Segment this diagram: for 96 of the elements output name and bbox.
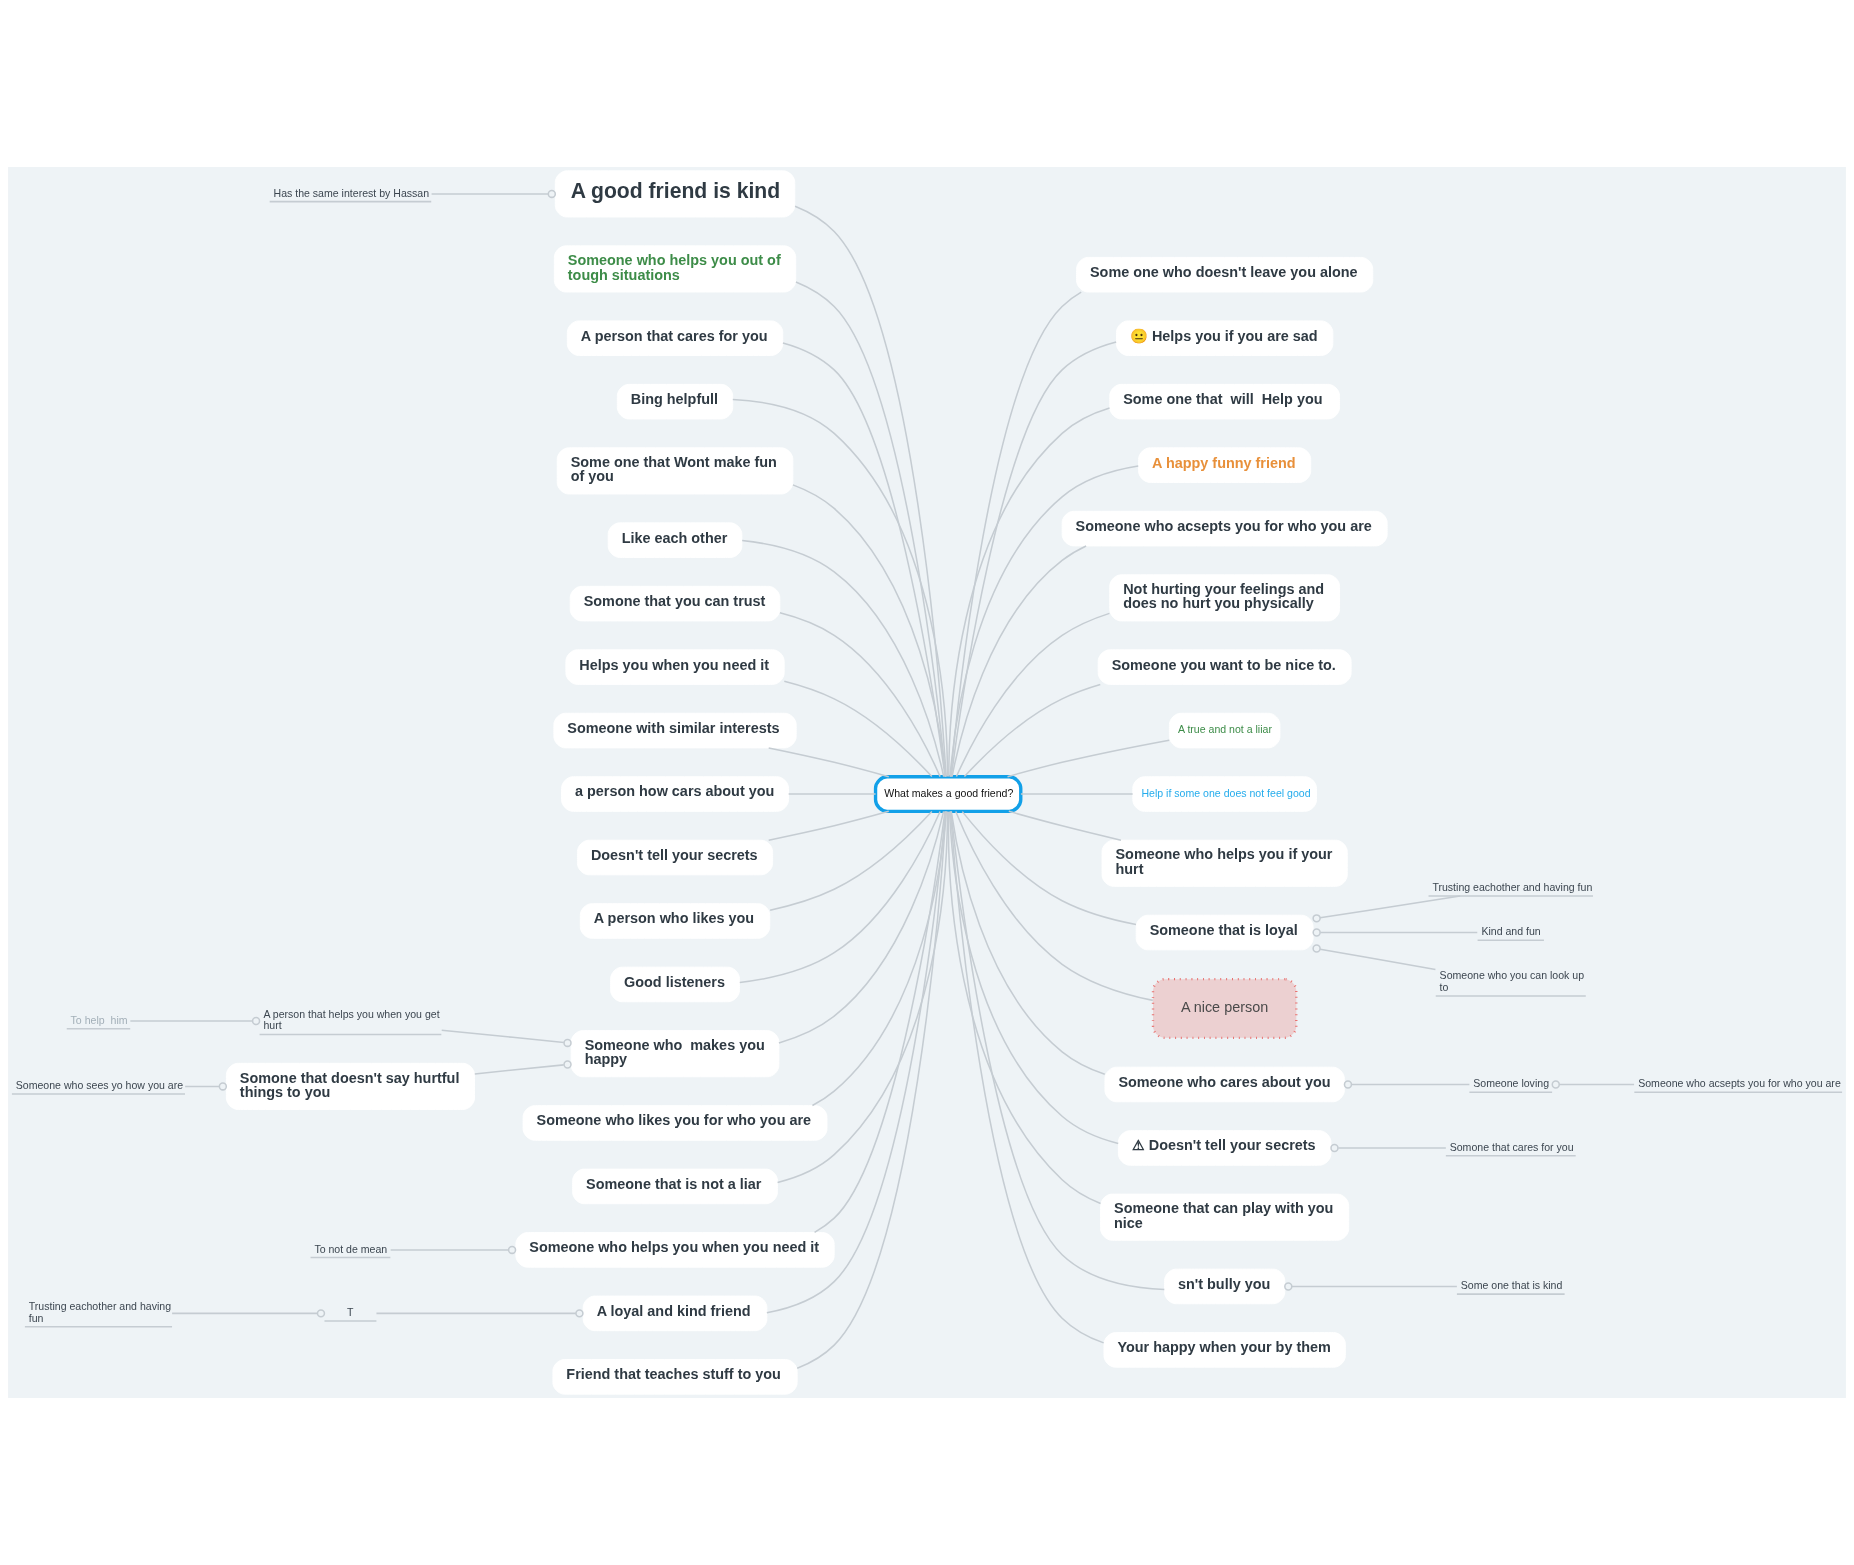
node-text: T: [347, 1306, 354, 1319]
connector: [955, 612, 1111, 778]
node-box: Doesn't tell your secrets: [576, 839, 774, 876]
node-box: Helps you when you need it: [565, 649, 785, 685]
connector: [776, 810, 949, 1184]
connector: [389, 1245, 517, 1255]
connector: [792, 484, 947, 778]
node-box: Some one who doesn't leave you alone: [1076, 256, 1374, 293]
node-text: Someone who sees yo how you are: [15, 1079, 184, 1092]
node-box: What makes a good friend?: [873, 775, 1023, 814]
connector: [951, 545, 1087, 778]
node-box: Someone that can play with you nice: [1100, 1193, 1350, 1241]
node-box: A happy funny friend: [1138, 447, 1312, 483]
connector: [184, 1082, 228, 1091]
node-box: ⚠ Doesn't tell your secrets: [1117, 1130, 1332, 1166]
connector: [440, 1029, 572, 1048]
node-box: Someone with similar interests: [553, 712, 797, 749]
connector: [961, 810, 1137, 926]
node-box: A true and not a liiar: [1168, 712, 1281, 749]
connector: [1006, 739, 1170, 778]
node-box: a person how cars about you: [561, 776, 789, 812]
node-box: A nice person: [1151, 977, 1298, 1040]
node-box: Not hurting your feelings and does no hurt you physically: [1109, 574, 1341, 622]
connector: [1343, 1080, 1471, 1089]
node-box: A person who likes you: [579, 903, 771, 939]
connector: [732, 398, 949, 778]
connector: [739, 810, 941, 984]
node-text: Trusting eachother and having fun: [1432, 880, 1593, 893]
node-box: Someone who helps you when you need it: [515, 1232, 835, 1268]
node-text: Somone that cares for you: [1449, 1140, 1574, 1153]
connector: [948, 407, 1111, 778]
connector: [813, 810, 946, 1234]
connector: [950, 341, 1117, 778]
connector: [796, 810, 947, 1369]
node-box: Bing helpfull: [616, 383, 734, 420]
connector: [947, 811, 1102, 1205]
connector: [955, 810, 1154, 1002]
node-box: Someone who helps you if your hurt: [1101, 839, 1348, 887]
node-box: A person that cares for you: [566, 320, 784, 356]
connector: [1312, 895, 1461, 923]
connector: [1551, 1080, 1635, 1089]
connector: [948, 810, 1119, 1145]
connector: [782, 342, 946, 778]
node-box: A loyal and kind friend: [582, 1295, 768, 1332]
connector: [949, 810, 1105, 1344]
node-box: Some one that will Help you: [1109, 383, 1341, 420]
node-text: Someone who acsepts you for who you are: [1638, 1077, 1841, 1090]
connector: [129, 1016, 261, 1026]
node-box: sn't bully you: [1164, 1268, 1286, 1305]
connector: [766, 810, 947, 1314]
node-box: Someone who cares about you: [1104, 1066, 1345, 1103]
node-box: Somone that doesn't say hurtful things to you: [225, 1062, 475, 1110]
connector: [963, 683, 1102, 778]
node-text: Some one that is kind: [1460, 1279, 1563, 1292]
node-text: To help him: [70, 1013, 128, 1026]
node-text: Someone loving: [1473, 1077, 1550, 1090]
node-box: Someone that is not a liar: [572, 1168, 778, 1205]
node-box: Someone who likes you for who you are: [522, 1105, 828, 1141]
connector: [430, 189, 557, 199]
node-box: Friend that teaches stuff to you: [552, 1359, 798, 1395]
node-box: Someone who helps you out of tough situations: [553, 245, 797, 293]
connector: [1284, 1282, 1458, 1291]
connector: [769, 810, 933, 911]
node-box: Some one that Wont make fun of you: [556, 447, 794, 495]
node-box: Somone that you can trust: [569, 585, 781, 622]
node-text: To not de mean: [314, 1242, 388, 1255]
node-box: A good friend is kind: [554, 170, 796, 218]
connector: [778, 810, 945, 1044]
node-box: Help if some one does not feel good: [1132, 776, 1317, 812]
connector: [1008, 810, 1122, 841]
connector: [767, 747, 890, 778]
node-text: Someone who you can look up to: [1439, 969, 1585, 993]
connector: [949, 465, 1139, 778]
node-box: 😐 Helps you if you are sad: [1116, 320, 1334, 356]
node-box: Someone you want to be nice to.: [1097, 649, 1352, 685]
node-text: Trusting eachother and having fun: [28, 1300, 172, 1324]
connector: [171, 1309, 326, 1318]
connector: [1312, 928, 1479, 937]
connector: [779, 612, 941, 778]
node-box: Someone that is loyal: [1135, 914, 1314, 951]
node-box: Someone who acsepts you for who you are: [1061, 510, 1388, 547]
node-text: Kind and fun: [1481, 925, 1541, 938]
node-box: Someone who makes you happy: [570, 1030, 780, 1078]
connector: [1330, 1143, 1447, 1153]
node-text: A person that helps you when you get hurt: [263, 1007, 440, 1032]
connector: [783, 680, 933, 778]
node-box: Good listeners: [610, 966, 740, 1003]
connector: [375, 1309, 584, 1318]
connector: [474, 1060, 572, 1075]
connector: [741, 539, 945, 778]
connector: [767, 810, 890, 841]
node-box: Like each other: [607, 522, 743, 558]
node-box: Your happy when your by them: [1103, 1332, 1346, 1368]
connector: [1312, 944, 1437, 971]
node-text: Has the same interest by Hassan: [273, 186, 430, 199]
connector: [950, 810, 1166, 1291]
